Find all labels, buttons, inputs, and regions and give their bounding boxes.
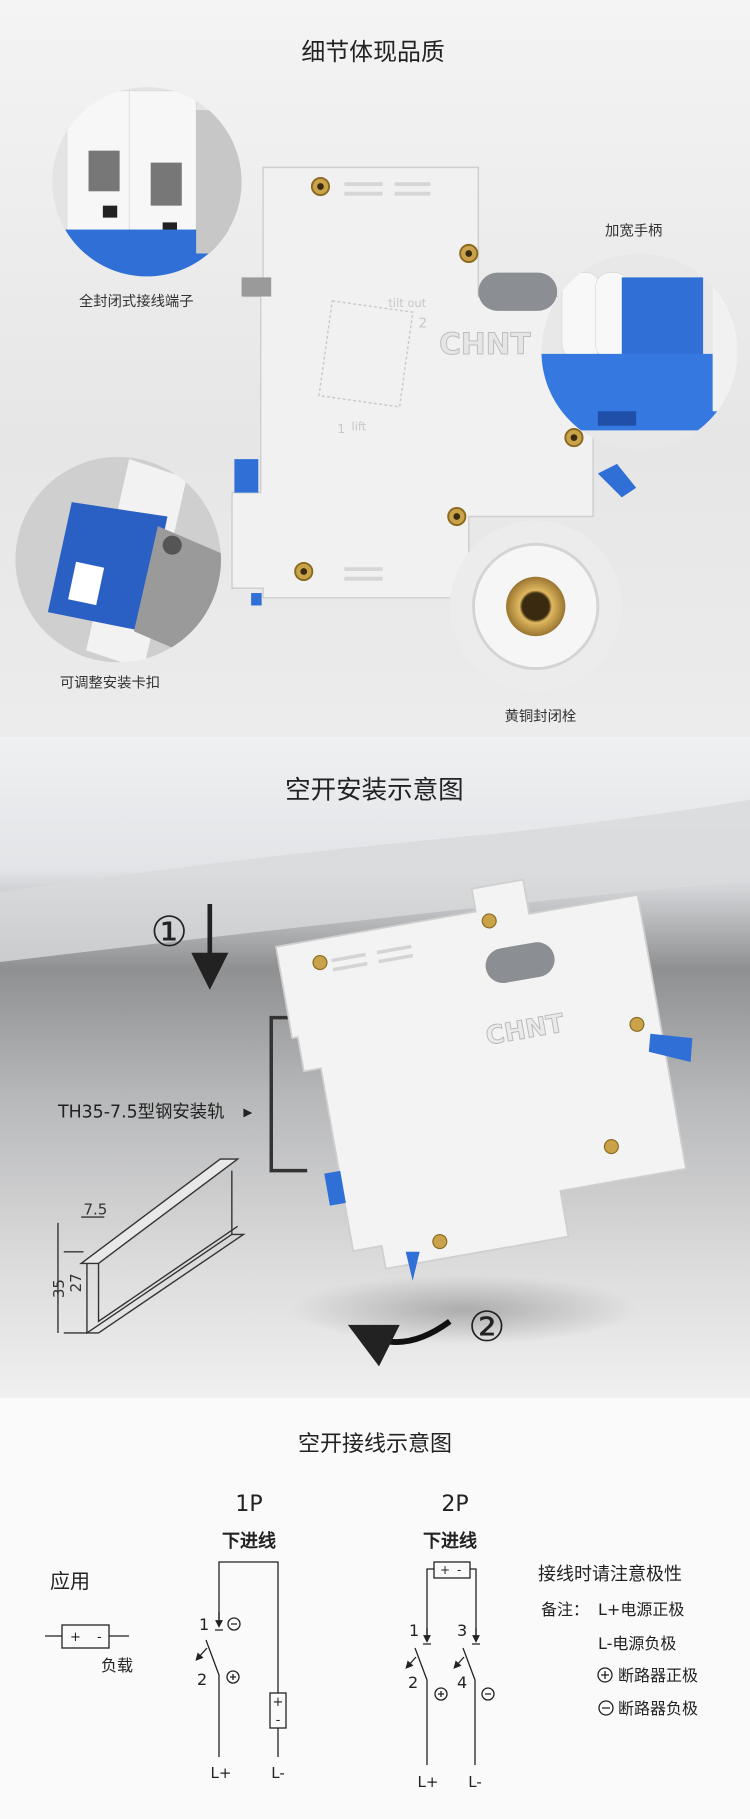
step-1-marker: ① [151,907,188,956]
mold-number-1: 1 [337,421,345,436]
polarity-heading: 接线时请注意极性 [538,1564,682,1585]
dim-7-5: 7.5 [83,1201,107,1219]
2p-load-minus: - [457,1563,461,1577]
load-minus: - [97,1630,102,1645]
brass-closeup [449,520,622,693]
terminal-label: 全封闭式接线端子 [79,292,194,310]
breaker-tilted: CHNT [274,878,693,1270]
1p-load-minus: - [276,1713,281,1728]
clip-label: 可调整安装卡扣 [60,675,160,692]
application-label: 应用 [50,1569,90,1593]
terminal-closeup [52,87,242,277]
1p-l-plus: L+ [211,1764,232,1782]
2p-terminal-4: 4 [457,1673,467,1692]
din-clip-blue [234,459,259,493]
note-prefix: 备注： [541,1600,589,1619]
handle-closeup [541,253,738,450]
2p-terminal-3: 3 [457,1621,467,1640]
wiring-diagram: 应用 + - 负载 1P 下进线 1 2 + - L+ L- 2P 下进线 + … [45,1492,698,1791]
load-label: 负载 [101,1656,133,1675]
detail-quality-section: 细节体现品质 CHNT tilt out 2 1 lift [0,0,750,737]
2p-title: 2P [441,1492,468,1517]
brass-label: 黄铜封闭栓 [505,708,577,725]
clip-closeup [15,456,222,663]
handle-blue [597,463,637,498]
1p-terminal-1: 1 [199,1615,209,1634]
step-2-marker: ② [468,1302,505,1351]
note-l-minus: L-电源负极 [598,1634,676,1653]
handle-label: 加宽手柄 [605,222,662,239]
1p-feed-label: 下进线 [222,1530,276,1552]
1p-l-minus: L- [271,1764,285,1782]
indicator-window [478,272,558,311]
rail-drawing [57,1158,246,1335]
breaker-body: CHNT tilt out 2 1 lift [231,166,637,606]
installation-section: 空开安装示意图 ① TH35-7.5型钢安装轨 ▶ CHNT [0,737,750,1398]
mold-number-2: 2 [419,317,428,332]
note-l-plus: L+电源正极 [598,1600,684,1619]
2p-l-plus: L+ [418,1773,439,1791]
wiring-section: 空开接线示意图 应用 + - [0,1398,750,1819]
1p-load-plus: + [273,1695,284,1710]
section-title: 空开接线示意图 [297,1432,452,1457]
rail-pointer-icon: ▶ [243,1105,252,1119]
dim-27: 27 [67,1273,85,1292]
2p-terminal-2: 2 [408,1673,418,1692]
2p-terminal-1: 1 [409,1621,419,1640]
rail-label: TH35-7.5型钢安装轨 [57,1102,225,1122]
2p-load-box [433,1561,471,1579]
2p-load-plus: + [440,1563,450,1577]
tilt-out-text: tilt out [388,296,426,310]
brand-logo: CHNT [439,326,531,361]
lift-text: lift [352,419,367,433]
section-title: 细节体现品质 [301,38,444,66]
detail-illustration: 细节体现品质 CHNT tilt out 2 1 lift [15,38,738,725]
2p-wiring [426,1568,477,1635]
note-breaker-positive: 断路器正极 [618,1666,698,1685]
1p-title: 1P [235,1492,262,1517]
installation-illustration: 空开安装示意图 ① TH35-7.5型钢安装轨 ▶ CHNT [0,737,750,1398]
2p-feed-label: 下进线 [423,1530,477,1552]
rotate-arrow-icon [347,1319,452,1367]
1p-wiring [218,1561,279,1693]
section-title: 空开安装示意图 [285,776,464,806]
dim-35: 35 [50,1279,68,1298]
load-plus: + [70,1630,81,1645]
1p-terminal-2: 2 [197,1670,207,1689]
2p-l-minus: L- [468,1773,482,1791]
note-breaker-negative: 断路器负极 [618,1699,698,1718]
